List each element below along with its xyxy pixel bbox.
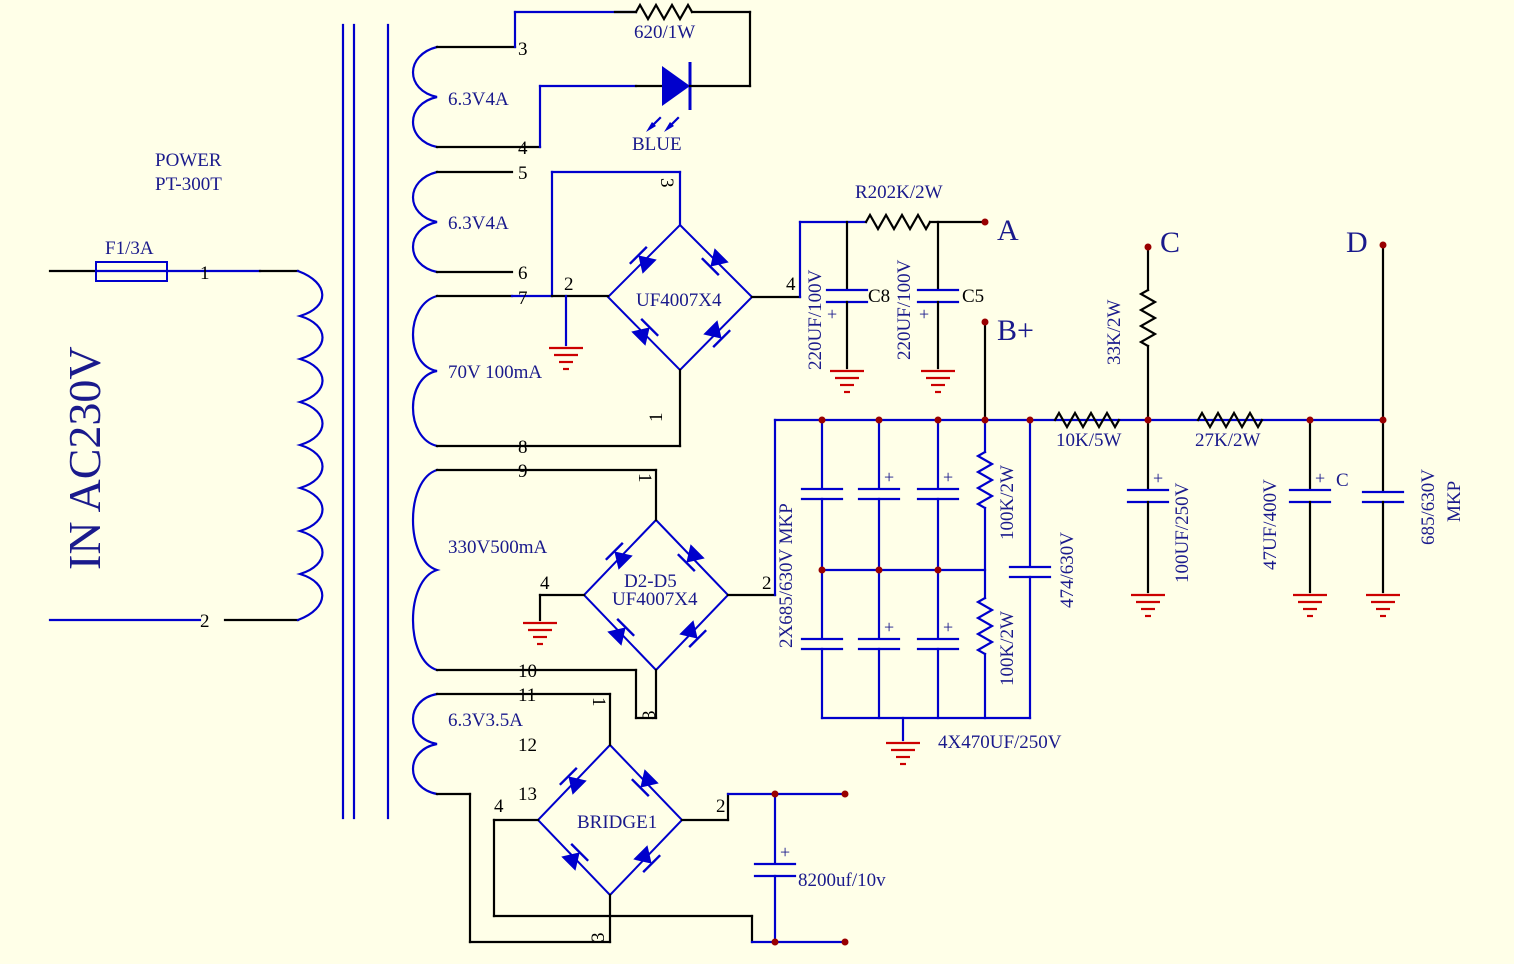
c8-ref: C8 [868, 286, 890, 307]
pin-3: 3 [518, 39, 528, 60]
pin-11: 11 [518, 685, 536, 706]
transformer-core [341, 23, 390, 820]
pin-8: 8 [518, 437, 528, 458]
svg-text:+: + [884, 617, 894, 637]
bridge-2 [521, 468, 777, 720]
c685-label: 685/630V [1418, 469, 1439, 545]
bridge2-label-2: UF4007X4 [612, 589, 698, 610]
hv-chain: + + [1053, 241, 1405, 618]
pin-13: 13 [518, 784, 537, 805]
c685-type: MKP [1444, 481, 1465, 522]
fuse-label: F1/3A [105, 238, 154, 259]
c100-label: 100UF/250V [1172, 482, 1193, 583]
bridge-3: + [468, 692, 849, 946]
bridge3-pin-2: 2 [716, 796, 726, 817]
primary-section [48, 261, 324, 622]
svg-text:+: + [780, 842, 790, 862]
bridge1-pin-4: 4 [786, 274, 796, 295]
c47-label: 47UF/400V [1260, 479, 1281, 570]
svg-text:+: + [827, 304, 837, 324]
svg-text:+: + [1153, 468, 1163, 488]
c474-label: 474/630V [1057, 532, 1078, 608]
bridge2-pin-3: 3 [639, 711, 660, 721]
c5-ref: C5 [962, 286, 984, 307]
svg-text:+: + [1315, 468, 1325, 488]
pin-10: 10 [518, 661, 537, 682]
c8200-label: 8200uf/10v [798, 870, 886, 891]
bridge2-pin-2: 2 [762, 573, 772, 594]
pin-6: 6 [518, 263, 528, 284]
svg-text:+: + [919, 304, 929, 324]
bridge1-pin-3: 3 [656, 178, 677, 188]
node-a: A [997, 214, 1019, 247]
svg-text:+: + [943, 617, 953, 637]
pin-2: 2 [200, 611, 210, 632]
cbank-label: 4X470UF/250V [938, 732, 1062, 753]
winding-3: 70V 100mA [448, 362, 542, 383]
led-circuit [613, 2, 752, 132]
mkp-pair-label: 2X685/630V MKP [776, 503, 797, 648]
pin-4: 4 [518, 138, 528, 159]
input-label: IN AC230V [59, 346, 110, 570]
winding-1: 6.3V4A [448, 89, 509, 110]
transformer-model: PT-300T [155, 174, 222, 195]
bleeder-top-label: 100K/2W [997, 465, 1018, 540]
node-c: C [1160, 226, 1180, 259]
c8-value: 220UF/100V [805, 269, 826, 370]
bridge-1 [547, 170, 802, 448]
bridge3-label: BRIDGE1 [577, 812, 657, 833]
winding-2: 6.3V4A [448, 213, 509, 234]
bridge2-label-1: D2-D5 [624, 571, 677, 592]
c5-value: 220UF/100V [894, 259, 915, 360]
bridge2-pin-1: 1 [634, 473, 655, 483]
pin-7: 7 [518, 288, 528, 309]
filter-70v: + + [798, 212, 989, 394]
r20-label: R202K/2W [855, 182, 943, 203]
bridge1-pin-1: 1 [646, 413, 667, 423]
bridge1-label: UF4007X4 [636, 290, 722, 311]
bleeder-bot-label: 100K/2W [997, 611, 1018, 686]
c47-ref: C [1336, 470, 1349, 491]
winding-4: 330V500mA [448, 537, 548, 558]
bridge3-pin-1: 1 [588, 697, 609, 707]
r27k-label: 27K/2W [1195, 430, 1261, 451]
node-bplus: B+ [997, 314, 1034, 347]
r10k-label: 10K/5W [1056, 430, 1122, 451]
r33k-label: 33K/2W [1104, 300, 1125, 366]
pin-1: 1 [200, 263, 210, 284]
bridge3-pin-3: 3 [588, 933, 609, 943]
svg-text:+: + [943, 467, 953, 487]
bridge2-pin-4: 4 [540, 573, 550, 594]
pin-12: 12 [518, 735, 537, 756]
bridge3-pin-4: 4 [494, 796, 504, 817]
secondary-coils [411, 45, 441, 796]
node-d: D [1346, 226, 1368, 259]
led-label: BLUE [632, 134, 682, 155]
pin-9: 9 [518, 461, 528, 482]
winding-5: 6.3V3.5A [448, 710, 523, 731]
bridge1-pin-2: 2 [564, 274, 574, 295]
transformer-name: POWER [155, 150, 222, 171]
pin-5: 5 [518, 163, 528, 184]
svg-text:+: + [884, 467, 894, 487]
hv-filter-bank: + + + + [773, 318, 1385, 766]
led-resistor-label: 620/1W [634, 22, 695, 43]
primary-coil [296, 269, 324, 622]
